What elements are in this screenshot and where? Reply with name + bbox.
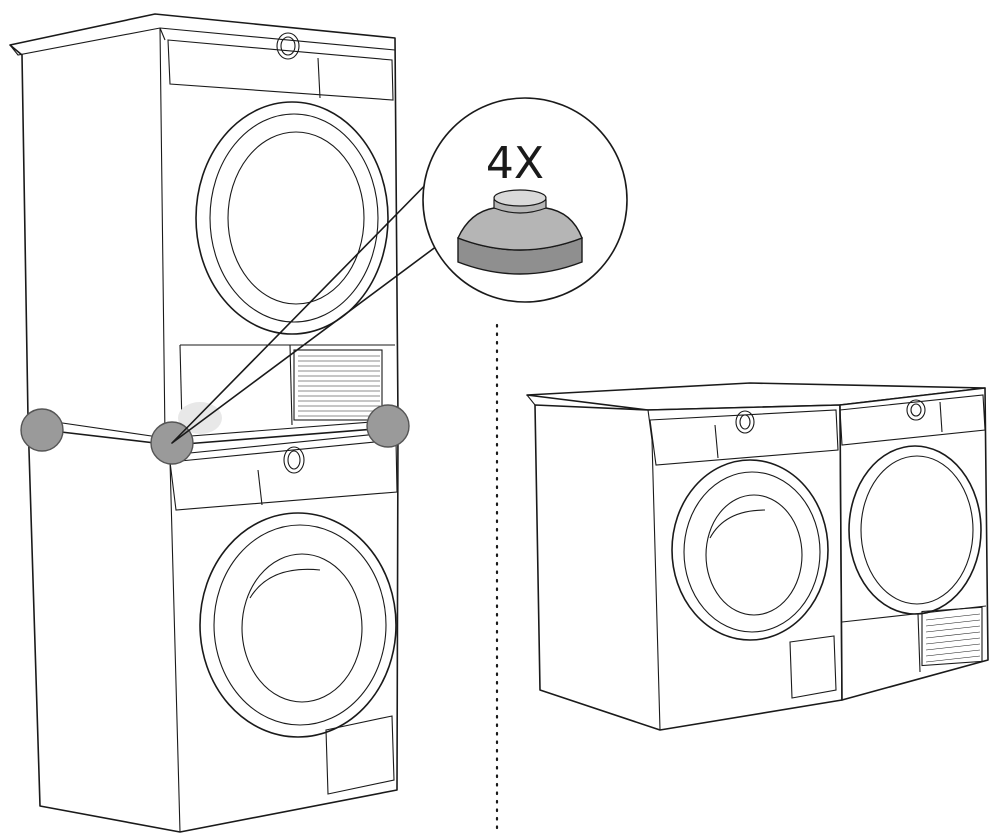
callout-leader	[171, 169, 446, 444]
vent-grille	[298, 355, 380, 417]
dryer-vent-grille	[925, 613, 981, 663]
quantity-label: 4X	[486, 138, 544, 189]
foot-callout: 4X	[422, 97, 628, 303]
marker-right	[366, 404, 410, 448]
rubber-foot-icon	[457, 189, 583, 275]
marker-left	[20, 408, 64, 452]
side-by-side-washer-dryer-icon	[526, 382, 989, 731]
